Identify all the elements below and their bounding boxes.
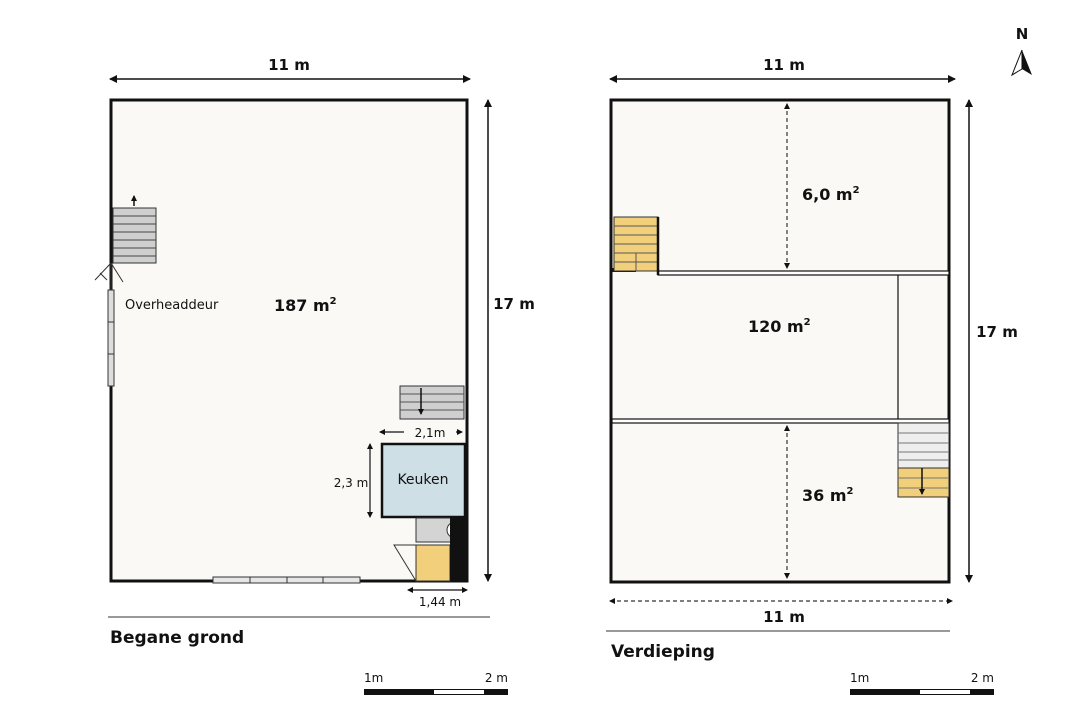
- north-arrow-icon: N: [1010, 25, 1032, 77]
- upper-depth-label: 17 m: [976, 323, 1018, 341]
- wall: [657, 270, 950, 276]
- upper-width-label: 11 m: [763, 56, 805, 74]
- scale-bar: 1m 2 m: [364, 671, 508, 695]
- stairs-up-icon: [112, 195, 157, 264]
- stairs-down-icon: [897, 422, 950, 498]
- upper-bottom-width-label: 11 m: [763, 608, 805, 626]
- kitchen-depth-label: 2,3 m: [334, 476, 369, 490]
- scale-label-2: 2 m: [971, 671, 994, 685]
- upper-floor-plan: 11 m 17 m 6,0 m2 120 m2 36 m2 11 m V: [606, 56, 1018, 695]
- room-area-label: 120 m2: [748, 317, 811, 336]
- scale-label-1: 1m: [364, 671, 383, 685]
- room-area-label: 6,0 m2: [802, 185, 860, 204]
- door-swing-icon: [393, 544, 417, 583]
- ground-area-label: 187 m2: [274, 296, 337, 315]
- scale-bar: 1m 2 m: [850, 671, 994, 695]
- kitchen-width-label: 2,1m: [415, 426, 446, 440]
- ground-depth-label: 17 m: [493, 295, 535, 313]
- ground-floor-title: Begane grond: [110, 628, 244, 648]
- room-area-label: 36 m2: [802, 486, 854, 505]
- kitchen-label: Keuken: [397, 472, 448, 488]
- stairs-down-icon: [399, 385, 465, 420]
- utility-width-label: 1,44 m: [419, 595, 461, 609]
- utility-room: [415, 544, 451, 582]
- ground-width-label: 11 m: [268, 56, 310, 74]
- upper-floor-outline: [609, 98, 951, 584]
- shaft: [450, 517, 467, 581]
- upper-floor-title: Verdieping: [611, 642, 715, 662]
- scale-label-1: 1m: [850, 671, 869, 685]
- kitchen-room: [380, 442, 467, 519]
- scale-label-2: 2 m: [485, 671, 508, 685]
- door-label: Overheaddeur: [125, 298, 219, 313]
- wall: [611, 418, 950, 424]
- north-label: N: [1016, 25, 1029, 43]
- ground-floor-plan: 11 m 17 m Overheaddeur 187 m2 2,1m Keuke…: [94, 56, 535, 695]
- stairs-icon: [613, 216, 660, 275]
- overhead-door-icon: [94, 262, 124, 387]
